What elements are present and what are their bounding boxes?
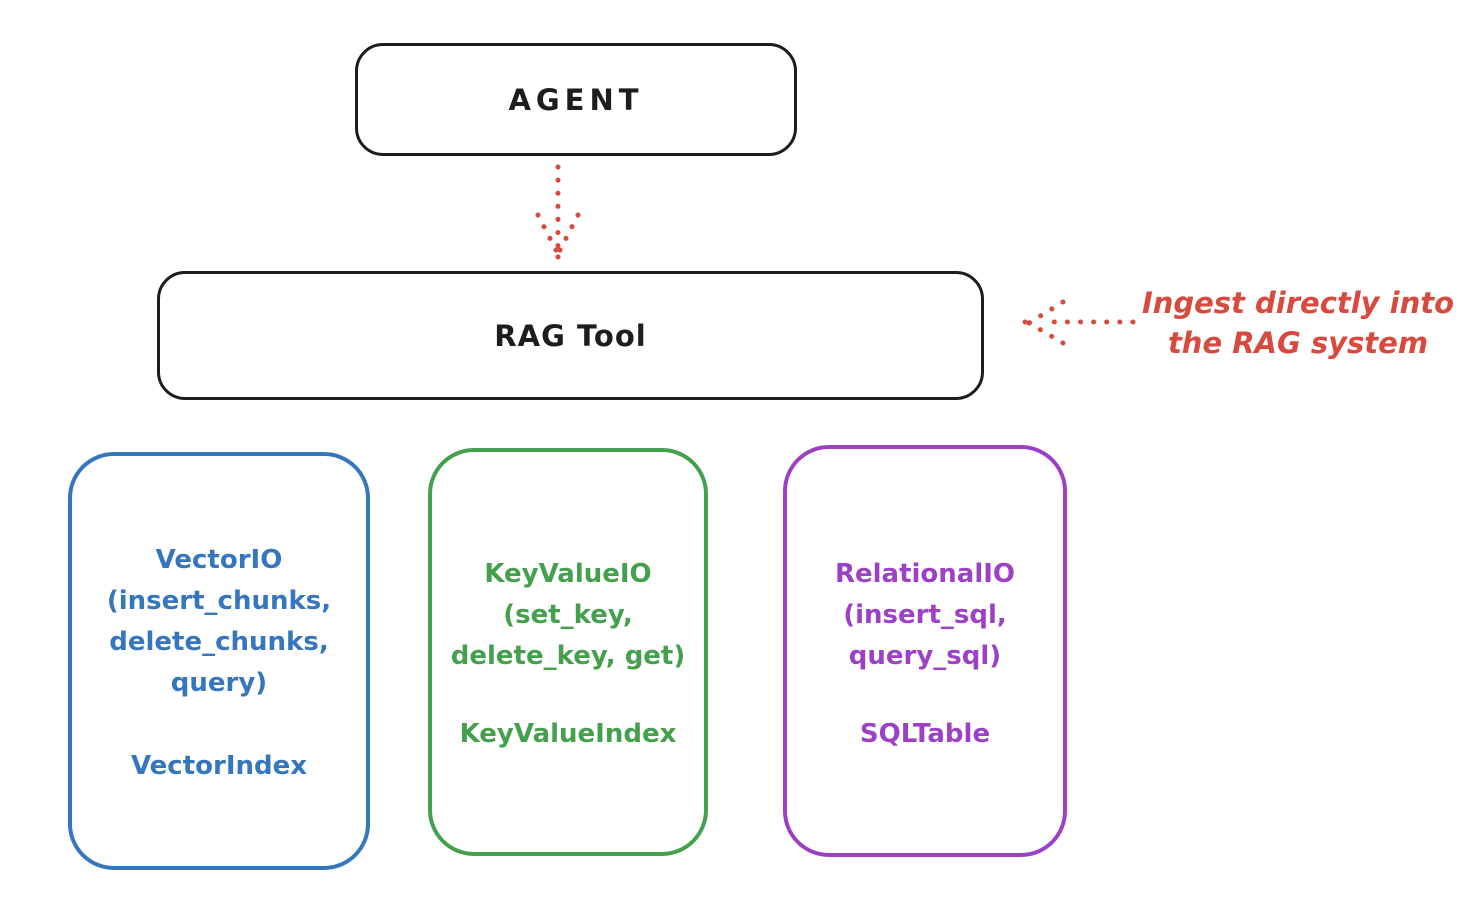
vector-io-line: delete_chunks, [109,627,329,657]
rag-tool-node: RAG Tool [157,271,984,400]
agent-node: AGENT [355,43,797,156]
ingest-arrow [1022,299,1136,346]
keyvalue-io-line: (set_key, [503,600,633,630]
sql-table-label: SQLTable [859,719,991,749]
ingest-annotation-line1: Ingest directly into [1141,286,1455,320]
rag-tool-node-label: RAG Tool [494,318,647,353]
vector-io-line: VectorIO [155,545,283,575]
vector-io-line: query) [170,668,268,698]
vector-index-label: VectorIndex [130,751,308,781]
relational-io-card: RelationalIO (insert_sql, query_sql) SQL… [783,445,1067,857]
ingest-annotation-line2: the RAG system [1167,326,1429,360]
agent-node-label: AGENT [508,82,644,117]
keyvalue-io-line: KeyValueIO [484,559,652,589]
ingest-annotation: Ingest directly into the RAG system [1122,283,1474,363]
relational-io-line: (insert_sql, [843,600,1007,630]
relational-io-line: query_sql) [848,641,1002,671]
vector-io-line: (insert_chunks, [106,586,332,616]
keyvalue-io-line: delete_key, get) [450,641,686,671]
keyvalue-index-label: KeyValueIndex [459,719,677,749]
vector-io-card: VectorIO (insert_chunks, delete_chunks, … [68,452,370,870]
relational-io-line: RelationalIO [834,559,1016,589]
keyvalue-io-card: KeyValueIO (set_key, delete_key, get) Ke… [428,448,708,856]
agent-to-rag-tool-arrow [535,164,581,260]
